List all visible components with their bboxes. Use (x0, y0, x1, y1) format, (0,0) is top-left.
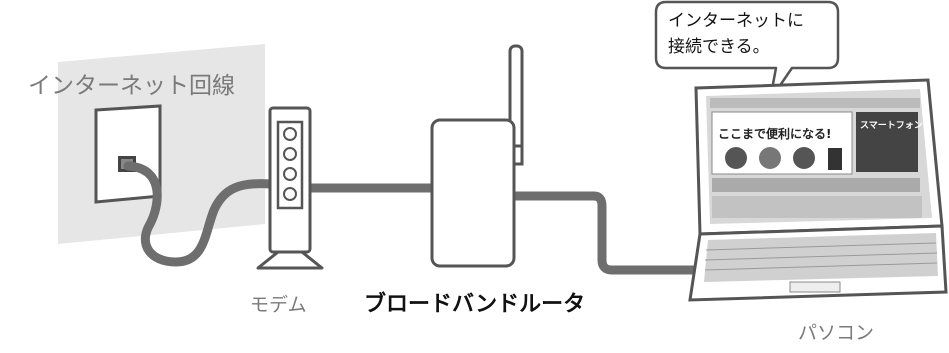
wall-outlet (94, 104, 162, 204)
laptop-pc: ここまで便利になる! スマートフォン (688, 78, 948, 302)
cable-router-to-pc (509, 191, 735, 275)
screen-banner-text: ここまで便利になる! (718, 126, 831, 141)
modem-device (256, 106, 324, 270)
cable-line-to-modem (123, 161, 275, 267)
screen-menu-bar (710, 98, 920, 108)
router-device (430, 44, 524, 268)
label-router: ブロードバンドルータ (364, 292, 586, 317)
label-modem: モデム (250, 294, 307, 316)
bubble-text-line1: インターネットに (668, 11, 804, 31)
svg-text:スマートフォン: スマートフォン (860, 120, 923, 131)
bubble-text-line2: 接続できる。 (668, 37, 770, 57)
label-pc: パソコン (798, 322, 875, 344)
label-internet-line: インターネット回線 (28, 73, 235, 99)
